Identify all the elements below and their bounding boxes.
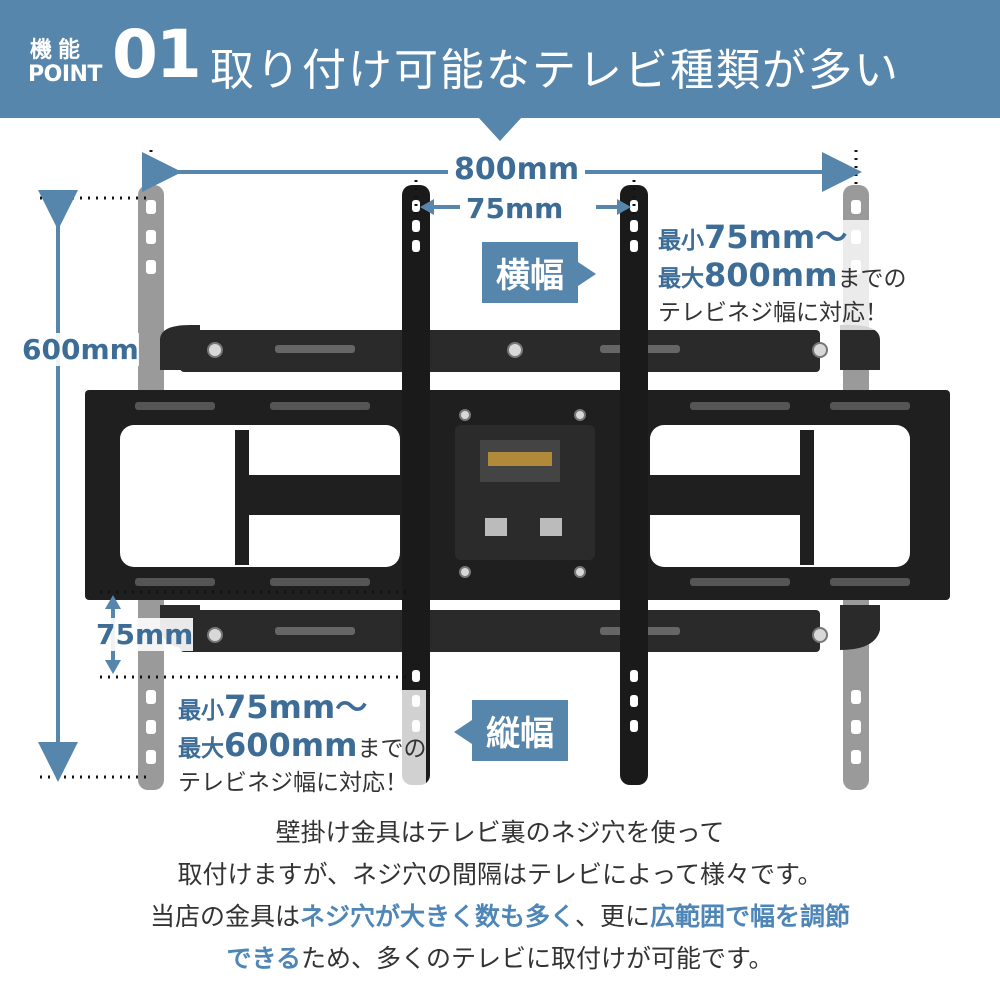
v-max-prefix: 最大 — [178, 736, 224, 762]
black-arm-left — [402, 185, 430, 785]
description-line-3: 当店の金具はネジ穴が大きく数も多く、更に広範囲で幅を調節 — [0, 896, 1000, 938]
v-max-value: 600mm — [224, 726, 358, 764]
vertical-note: 最小75mm〜 最大600mmまでの テレビネジ幅に対応！ — [178, 688, 427, 800]
desc-highlight: ネジ穴が大きく数も多く — [299, 902, 575, 931]
v-min-prefix: 最小 — [178, 698, 224, 724]
page-title: 取り付け可能なテレビ種類が多い — [210, 45, 900, 96]
desc-highlight: できる — [226, 944, 301, 973]
header-notch — [478, 117, 522, 141]
h-max-value: 800mm — [704, 256, 838, 294]
point-number: 01 — [112, 16, 202, 93]
height-min-label: 75mm — [96, 618, 194, 651]
h-max-suffix: までの — [837, 266, 907, 292]
upper-rail — [180, 330, 820, 372]
horizontal-note: 最小75mm〜 最大800mmまでの テレビネジ幅に対応！ — [658, 218, 907, 330]
width-min-label: 75mm — [462, 192, 568, 225]
description-line-4: できるため、多くのテレビに取付けが可能です。 — [0, 938, 1000, 980]
description-line-1: 壁掛け金具はテレビ裏のネジ穴を使って — [275, 818, 725, 847]
header-banner — [0, 0, 1000, 118]
lower-rail — [180, 610, 820, 652]
desc-text: 、更に — [575, 902, 651, 931]
v-min-value: 75mm〜 — [224, 688, 368, 726]
h-min-value: 75mm〜 — [704, 218, 848, 256]
width-max-label: 800mm — [448, 152, 586, 187]
point-label: POINT — [28, 62, 102, 87]
bolts — [207, 342, 828, 643]
description: 壁掛け金具はテレビ裏のネジ穴を使って 取付けますが、ネジ穴の間隔はテレビによって… — [0, 812, 1000, 980]
desc-text: ため、多くのテレビに取付けが可能です。 — [301, 944, 774, 973]
h-support-text: テレビネジ幅に対応！ — [658, 300, 888, 326]
v-max-suffix: までの — [357, 736, 427, 762]
height-max-label: 600mm — [22, 333, 139, 366]
horizontal-tag: 横幅 — [482, 242, 596, 303]
feature-label: 機能 — [30, 38, 87, 63]
vertical-tag: 縦幅 — [454, 700, 568, 761]
mount-diagram: 800mm 75mm 600mm 75mm 横幅 縦幅 最小75mm〜 最大80… — [0, 140, 1000, 810]
h-max-prefix: 最大 — [658, 266, 704, 292]
description-line-2: 取付けますが、ネジ穴の間隔はテレビによって様々です。 — [177, 860, 823, 889]
v-support-text: テレビネジ幅に対応！ — [178, 770, 408, 796]
main-plate — [85, 390, 950, 600]
mount-illustration — [38, 150, 950, 790]
h-min-prefix: 最小 — [658, 228, 704, 254]
desc-highlight: 広範囲で幅を調節 — [650, 902, 851, 931]
desc-text: 当店の金具は — [149, 902, 300, 931]
black-arm-right — [620, 185, 648, 785]
